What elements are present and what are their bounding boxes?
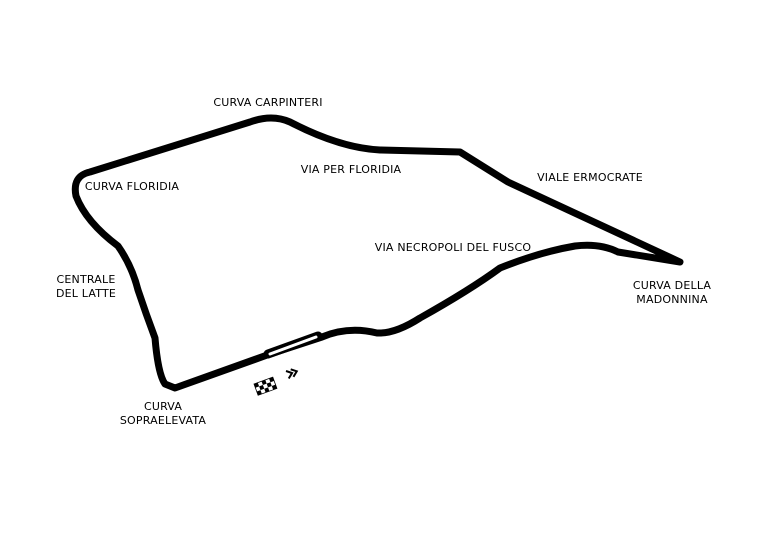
label-curva-floridia: CURVA FLORIDIA [85,180,180,193]
label-centrale-del-latte-1: CENTRALE [57,273,116,286]
label-viale-ermocrate: VIALE ERMOCRATE [537,171,643,184]
label-curva-della-madonnina-1: CURVA DELLA [633,279,712,292]
label-curva-carpinteri: CURVA CARPINTERI [213,96,322,109]
label-curva-della-madonnina-2: MADONNINA [636,293,708,306]
label-curva-sopraelevata-1: CURVA [144,400,182,413]
track-outline [71,114,684,392]
pit-lane-inner [268,335,318,356]
label-curva-sopraelevata-2: SOPRAELEVATA [120,414,207,427]
label-centrale-del-latte-2: DEL LATTE [56,287,116,300]
label-via-per-floridia: VIA PER FLORIDIA [301,163,402,176]
checkered-flag-icon [253,376,278,396]
label-via-necropoli-del-fusco: VIA NECROPOLI DEL FUSCO [375,241,532,254]
double-chevron-right-icon [285,368,299,380]
